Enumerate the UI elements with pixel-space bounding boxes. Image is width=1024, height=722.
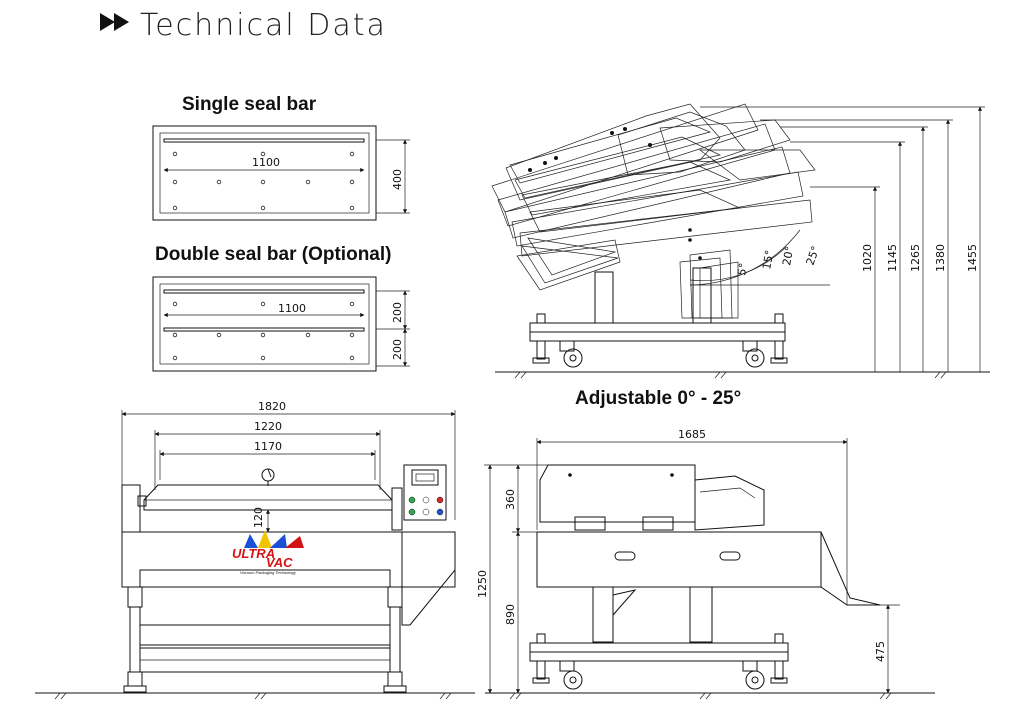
angle-15-label: 15° — [760, 249, 776, 270]
arrow-icon — [100, 13, 115, 31]
angle-20-label: 20° — [780, 245, 796, 266]
height-1020-label: 1020 — [861, 244, 874, 272]
height-1455-label: 1455 — [966, 244, 979, 272]
double-seal-heading: Double seal bar (Optional) — [155, 244, 391, 265]
double-seal-bar-diagram: Double seal bar (Optional) 1100 200 200 — [152, 244, 410, 372]
double-length-label: 1100 — [278, 302, 306, 315]
side-length-label: 1685 — [678, 428, 706, 441]
double-width-a-label: 200 — [391, 302, 404, 323]
tilt-view-diagram: 5° 15° 20° 25° 1020 1145 1265 1380 1455 … — [491, 103, 990, 409]
front-chamber-width-label: 1220 — [254, 420, 282, 433]
front-lid-depth-label: 120 — [252, 507, 265, 528]
double-width-b-label: 200 — [391, 339, 404, 360]
side-outlet-height-label: 475 — [874, 641, 887, 662]
single-seal-bar-diagram: Single seal bar 1100 400 — [152, 94, 410, 221]
single-length-label: 1100 — [252, 156, 280, 169]
height-1265-label: 1265 — [909, 244, 922, 272]
arrow-icon — [114, 13, 129, 31]
angle-25-label: 25° — [804, 244, 823, 267]
logo-text-ultra: ULTRA — [232, 546, 275, 561]
height-1145-label: 1145 — [886, 244, 899, 272]
front-overall-width-label: 1820 — [258, 400, 286, 413]
logo-text-vac: VAC — [266, 555, 293, 570]
page-title: Technical Data — [140, 8, 387, 43]
page-header: Technical Data — [100, 8, 387, 43]
side-view-diagram: 1685 — [476, 428, 935, 700]
ultravac-logo: ULTRA VAC Vacuum Packaging Technology — [232, 530, 304, 575]
height-1380-label: 1380 — [934, 244, 947, 272]
adjustable-caption: Adjustable 0° - 25° — [575, 388, 741, 409]
side-table-height-label: 890 — [504, 604, 517, 625]
angle-5-label: 5° — [735, 262, 750, 277]
logo-tagline: Vacuum Packaging Technology — [240, 570, 297, 575]
front-view-diagram: 1820 1220 1170 120 — [35, 400, 475, 700]
side-total-height-label: 1250 — [476, 570, 489, 598]
single-width-label: 400 — [391, 169, 404, 190]
front-lid-width-label: 1170 — [254, 440, 282, 453]
side-lid-height-label: 360 — [504, 489, 517, 510]
single-seal-heading: Single seal bar — [182, 94, 317, 115]
